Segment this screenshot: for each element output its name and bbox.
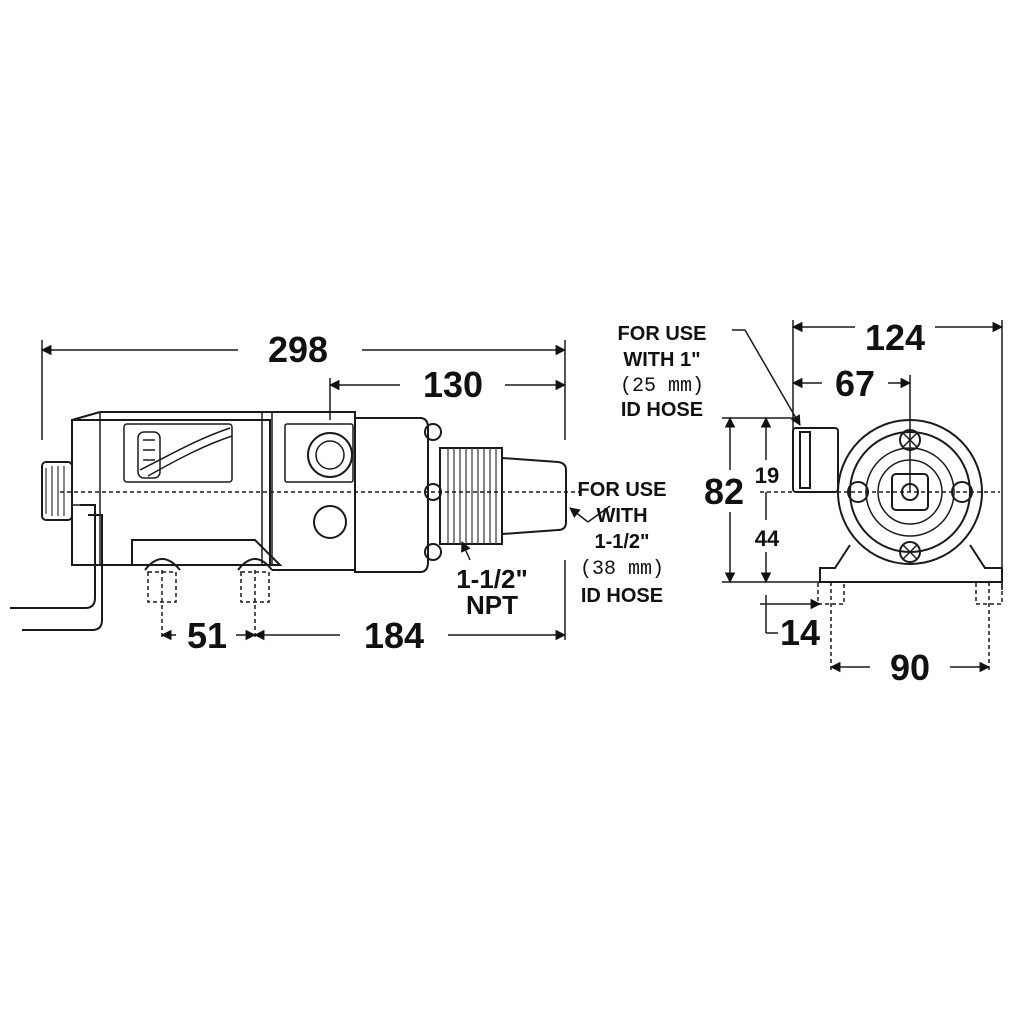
dim-upper-offset: 19 <box>755 416 779 488</box>
dim-mount-spacing: 51 <box>160 615 257 656</box>
port-thread-size: 1-1/2" <box>456 564 528 594</box>
dim-mount-spacing-label: 51 <box>187 615 227 656</box>
end-view: FOR USE WITH 1" (25 mm) ID HOSE 124 67 <box>618 317 1004 688</box>
outlet-note-line-4: (38 mm) <box>580 558 664 581</box>
dim-port-offset-label: 67 <box>835 363 875 404</box>
inlet-note-line-2: WITH 1" <box>623 349 700 371</box>
outlet-note-line-3: 1-1/2" <box>594 531 649 553</box>
inlet-hose-note: FOR USE WITH 1" (25 mm) ID HOSE <box>618 323 801 426</box>
outlet-note-line-1: FOR USE <box>578 479 667 501</box>
outlet-note-line-5: ID HOSE <box>581 585 663 607</box>
side-view: 298 130 <box>10 329 666 656</box>
port-thread-label: 1-1/2" NPT <box>456 541 528 620</box>
dim-overall-width: 124 <box>791 317 1004 590</box>
dim-overall-width-label: 124 <box>865 317 925 358</box>
dim-overall-length: 298 <box>40 329 567 440</box>
dim-mount-to-outlet-label: 184 <box>364 615 424 656</box>
dim-height: 82 <box>704 416 820 584</box>
port-thread-type: NPT <box>466 590 518 620</box>
end-view-body <box>760 419 1003 672</box>
dim-mount-to-outlet: 184 <box>253 560 567 656</box>
dim-mount-width-label: 90 <box>890 647 930 688</box>
pump-body <box>10 411 580 640</box>
dim-lower-offset: 44 <box>755 492 780 584</box>
dim-mount-width: 90 <box>829 647 991 688</box>
dim-height-label: 82 <box>704 471 744 512</box>
dim-port-offset: 67 <box>791 363 912 492</box>
dim-lower-offset-label: 44 <box>755 526 780 551</box>
dim-foot-offset: 14 <box>760 595 822 653</box>
dim-overall-length-label: 298 <box>268 329 328 370</box>
outlet-hose-note: FOR USE WITH 1-1/2" (38 mm) ID HOSE <box>569 479 667 607</box>
inlet-note-line-4: ID HOSE <box>621 399 703 421</box>
inlet-note-line-1: FOR USE <box>618 323 707 345</box>
outlet-note-line-2: WITH <box>596 505 647 527</box>
dim-port-section: 130 <box>328 364 567 420</box>
dim-foot-offset-label: 14 <box>780 612 820 653</box>
inlet-note-line-3: (25 mm) <box>620 375 704 398</box>
dim-upper-offset-label: 19 <box>755 463 779 488</box>
dim-port-section-label: 130 <box>423 364 483 405</box>
